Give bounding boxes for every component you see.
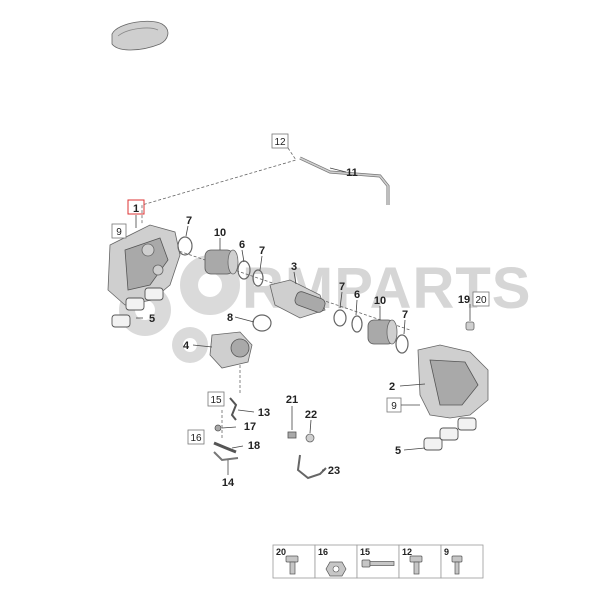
legend-strip: 20 16 15 12 9 [272,544,484,579]
bolt-flange-icon [285,555,299,575]
legend-number-9: 9 [444,547,449,557]
callout-6: 6 [239,239,245,251]
part-1-manifold [107,224,181,306]
legend-number-20: 20 [276,547,286,557]
boxed-callout-1-highlight [127,199,145,215]
callout-2: 2 [389,381,395,393]
part-4-throttle [209,331,253,369]
callout-7: 7 [402,309,408,321]
callout-13: 13 [258,407,270,419]
boxed-callout-15: 15 [207,391,225,407]
part-19-fitting [465,321,475,331]
svg-text:15: 15 [210,395,222,406]
boxed-callout-20: 20 [472,291,490,307]
callout-23: 23 [328,465,340,477]
legend-number-12: 12 [402,547,412,557]
part-10-right [367,319,398,345]
callout-17: 17 [244,421,256,433]
svg-text:20: 20 [475,295,487,306]
callout-19: 19 [458,294,470,306]
corner-part-icon [111,20,169,51]
callout-14: 14 [222,477,235,489]
watermark: RMPARTS [119,255,530,363]
legend-number-16: 16 [318,547,328,557]
legend-number-15: 15 [360,547,370,557]
callout-7: 7 [259,245,265,257]
callout-6: 6 [354,289,360,301]
svg-text:16: 16 [190,433,202,444]
callout-4: 4 [183,340,190,352]
svg-text:9: 9 [116,227,122,238]
part-11-rod [299,156,390,205]
boxed-callout-9: 9 [111,223,127,239]
callout-10: 10 [214,227,226,239]
callout-21: 21 [286,394,298,406]
bolt-icon [451,555,463,575]
part-10-left [204,249,239,275]
callout-22: 22 [305,409,317,421]
callout-5: 5 [395,445,401,457]
bolt-long-icon [361,559,395,568]
callout-7: 7 [339,281,345,293]
bolt-flange-icon [409,555,423,575]
callout-10: 10 [374,295,386,307]
callout-1: 1 [133,203,139,215]
boxed-callout-16: 16 [187,429,205,445]
callout-5: 5 [149,313,155,325]
nut-icon [325,561,347,577]
callout-18: 18 [248,440,260,452]
part-2-manifold [417,344,489,419]
callout-7: 7 [186,215,192,227]
boxed-callout-12: 12 [271,133,289,149]
boxed-callout-9: 9 [386,397,402,413]
part-3-tube [269,279,326,319]
callout-3: 3 [291,261,297,273]
callout-11: 11 [346,167,358,179]
svg-text:12: 12 [274,137,286,148]
callout-8: 8 [227,312,233,324]
svg-text:9: 9 [391,401,397,412]
